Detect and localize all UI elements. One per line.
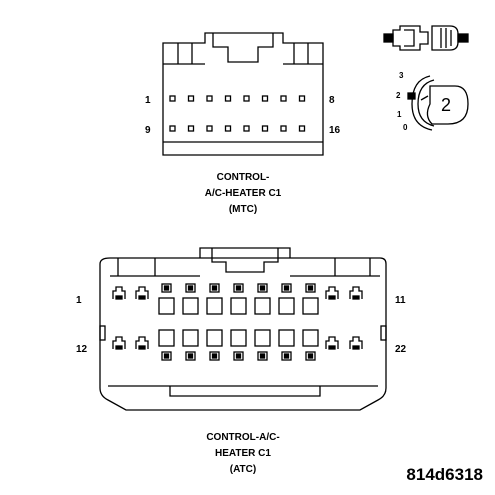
mtc-pin-cavity — [280, 95, 287, 102]
mtc-pin-cavity — [169, 125, 176, 132]
atc-small-pin-cavity — [349, 336, 363, 350]
atc-small-pin-cavity — [112, 286, 126, 300]
mtc-caption-line1: CONTROL- — [216, 172, 270, 183]
lock-big-number: 2 — [441, 95, 452, 115]
atc-small-pin-cavity — [325, 336, 339, 350]
lock-position-3: 3 — [399, 71, 404, 80]
mtc-pin-cavity — [206, 125, 213, 132]
mtc-pin-cavity — [206, 95, 213, 102]
mtc-caption: CONTROL- A/C-HEATER C1 (MTC) — [143, 170, 343, 218]
atc-small-pin-cavity — [112, 336, 126, 350]
lock-position-2: 2 — [396, 91, 401, 100]
lock-position-0: 0 — [403, 123, 408, 132]
atc-large-pin-cavity — [302, 329, 319, 361]
atc-small-pin-cavity — [135, 286, 149, 300]
mtc-connector-body — [162, 32, 324, 156]
mtc-pin-label-16: 16 — [329, 125, 341, 136]
connector-lock-icon — [383, 25, 469, 51]
atc-large-pin-cavity — [278, 283, 295, 315]
mtc-pin-cavity — [261, 95, 269, 102]
mtc-pin-cavity — [298, 125, 306, 132]
figure-reference-id: 814d6318 — [406, 465, 483, 484]
mtc-caption-line3: (MTC) — [228, 204, 258, 215]
atc-large-pin-cavity — [206, 329, 223, 361]
atc-connector-body — [99, 247, 387, 411]
mtc-pin-label-9: 9 — [145, 125, 151, 136]
atc-large-pin-cavity — [230, 329, 247, 361]
atc-large-pin-cavity — [158, 329, 175, 361]
mtc-pin-cavity — [224, 95, 232, 102]
mtc-pin-cavity — [169, 95, 176, 102]
mtc-pin-cavities — [169, 95, 306, 132]
atc-large-pin-cavity — [254, 329, 271, 361]
mtc-caption-line2: A/C-HEATER C1 — [204, 188, 282, 199]
lock-position-1: 1 — [397, 110, 402, 119]
atc-small-pin-cavity — [349, 286, 363, 300]
atc-caption-line2: HEATER C1 — [215, 448, 271, 459]
mtc-pin-cavity — [261, 125, 269, 132]
lock-position-dial — [407, 75, 469, 131]
mtc-pin-cavity — [187, 95, 195, 102]
atc-large-pin-cavity — [230, 283, 247, 315]
atc-pin-label-12: 12 — [76, 344, 88, 355]
atc-large-pin-cavity — [182, 283, 199, 315]
mtc-pin-cavity — [298, 95, 306, 102]
atc-large-pin-cavity — [206, 283, 223, 315]
atc-caption-line1: CONTROL-A/C- — [206, 432, 280, 443]
atc-small-pin-cavity — [135, 336, 149, 350]
atc-large-pin-cavity — [254, 283, 271, 315]
atc-large-pin-cavity — [182, 329, 199, 361]
mtc-pin-cavity — [280, 125, 287, 132]
mtc-pin-cavity — [224, 125, 232, 132]
atc-caption-line3: (ATC) — [229, 464, 257, 475]
mtc-pin-cavity — [243, 125, 250, 132]
mtc-pin-cavity — [187, 125, 195, 132]
atc-pin-label-11: 11 — [395, 295, 406, 306]
atc-large-pin-cavity — [302, 283, 319, 315]
atc-large-pin-cavity — [158, 283, 175, 315]
atc-pin-label-22: 22 — [395, 344, 407, 355]
atc-pin-label-1: 1 — [76, 295, 82, 306]
mtc-pin-cavity — [243, 95, 250, 102]
atc-large-pin-cavity — [278, 329, 295, 361]
atc-caption: CONTROL-A/C- HEATER C1 (ATC) — [143, 430, 343, 478]
mtc-pin-label-8: 8 — [329, 95, 335, 106]
atc-small-pin-cavity — [325, 286, 339, 300]
atc-pin-cavities — [112, 283, 363, 361]
mtc-pin-label-1: 1 — [145, 95, 151, 106]
